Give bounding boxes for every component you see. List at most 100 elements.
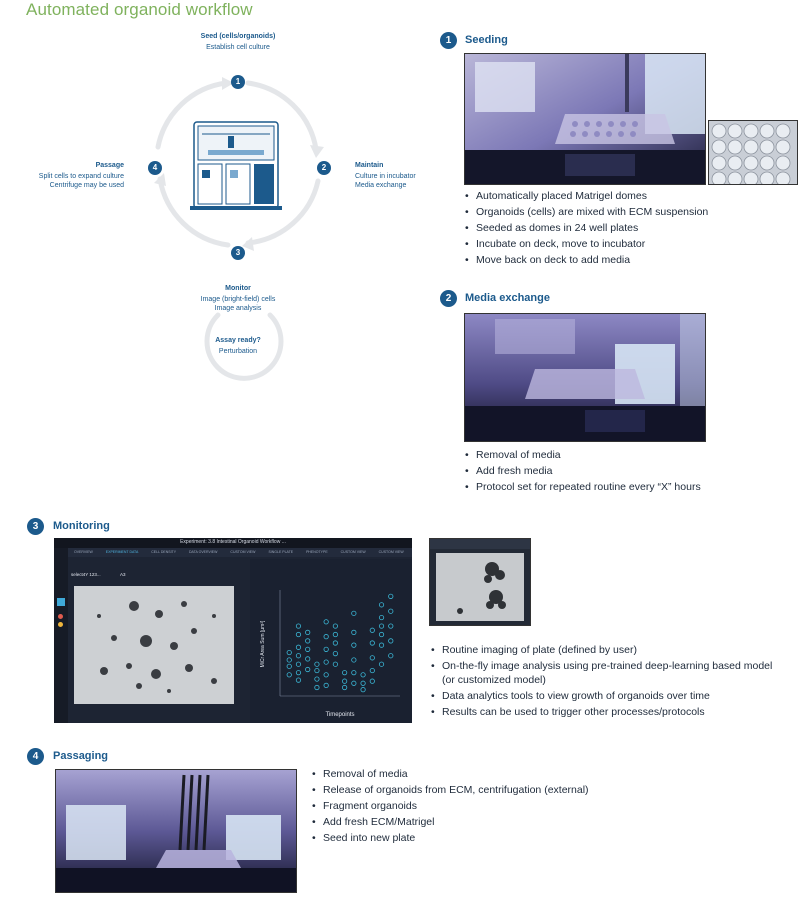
media-exchange-photo (464, 313, 706, 442)
passaging-heading: Passaging (53, 750, 109, 762)
software-plate-label: select4Y 123... (71, 572, 101, 577)
software-tab[interactable]: PHENOTYPE (306, 550, 328, 554)
media-bullet: Removal of media (465, 447, 701, 463)
scatter-point (332, 661, 338, 667)
passaging-bullet: Seed into new plate (312, 830, 589, 846)
cycle-step-1-badge: 1 (231, 75, 245, 89)
scatter-point (295, 677, 302, 683)
cycle-step-4-title: Passage (95, 162, 124, 169)
organoid-zoom-image (429, 538, 531, 626)
scatter-point (286, 672, 292, 678)
cycle-ring-arc-4 (155, 80, 229, 150)
cycle-step-1-text: Establish cell culture (206, 44, 270, 51)
passaging-bullet: Removal of media (312, 766, 589, 782)
scatter-point (305, 638, 311, 644)
software-sidebar-active-icon[interactable] (57, 598, 65, 606)
seeding-bullet: Automatically placed Matrigel domes (465, 188, 708, 204)
software-tab[interactable]: CUSTOM VIEW (230, 550, 256, 554)
passaging-photo (55, 769, 297, 893)
scatter-point (369, 655, 375, 661)
seeding-bullet: Move back on deck to add media (465, 252, 708, 268)
cycle-ring-arc-3 (157, 176, 231, 248)
software-tab[interactable]: SINGLE PLATE (268, 550, 294, 554)
scatter-point (314, 684, 320, 691)
software-tab[interactable]: CUSTOM VIEW (378, 550, 404, 554)
scatter-point (360, 672, 366, 678)
scatter-point (286, 657, 292, 663)
media-heading: Media exchange (465, 292, 550, 304)
assay-ring (204, 312, 284, 381)
software-tab[interactable]: EXPERIMENT DATA (105, 550, 139, 554)
media-bullet: Add fresh media (465, 463, 701, 479)
scatter-point (351, 670, 357, 676)
scatter-point (314, 676, 320, 682)
assay-text: Perturbation (218, 348, 258, 355)
scatter-point (332, 623, 338, 629)
cycle-step-4-line-2: Centrifuge may be used (49, 182, 124, 189)
scatter-point (314, 661, 320, 667)
passaging-bullet: Fragment organoids (312, 798, 589, 814)
cycle-ring-arc-1 (245, 80, 319, 152)
cycle-step-2-line-2: Media exchange (355, 182, 407, 189)
passaging-bullet: Add fresh ECM/Matrigel (312, 814, 589, 830)
scatter-point (295, 653, 302, 659)
software-status-dot-red (58, 614, 63, 619)
seeding-photo (464, 53, 706, 185)
media-badge: 2 (440, 290, 457, 307)
monitoring-bullets: Routine imaging of plate (defined by use… (431, 643, 772, 721)
passaging-badge: 4 (27, 748, 44, 765)
cycle-step-3-line-2: Image analysis (214, 305, 262, 312)
software-tab[interactable]: CUSTOM VIEW (340, 550, 366, 554)
scatter-point (305, 646, 311, 652)
page-title: Automated organoid workflow (26, 0, 253, 19)
scatter-point (323, 659, 329, 665)
plot-x-axis-label: Timepoints (325, 712, 354, 718)
scatter-point (323, 682, 329, 689)
cycle-diagram (154, 77, 324, 381)
scatter-point (388, 653, 394, 659)
scatter-point (369, 667, 375, 674)
scatter-point (388, 593, 394, 599)
cycle-step-2-title: Maintain (355, 162, 384, 169)
scatter-point (286, 649, 292, 656)
scatter-point (323, 619, 329, 625)
scatter-point (342, 678, 348, 684)
media-bullet: Protocol set for repeated routine every … (465, 479, 701, 495)
seeding-plate-closeup (708, 120, 798, 185)
scatter-point (295, 670, 302, 676)
cycle-step-3-line-1: Image (bright-field) cells (200, 296, 276, 303)
monitoring-bullet: Routine imaging of plate (defined by use… (431, 643, 772, 657)
software-tab[interactable]: OVERVIEW (74, 550, 93, 554)
scatter-point (351, 657, 357, 663)
software-sidebar (54, 548, 68, 723)
software-tab[interactable]: DATA OVERVIEW (189, 550, 218, 554)
scatter-point (378, 602, 385, 608)
instrument-illustration (190, 121, 282, 210)
growth-scatter-chart: Timepoints MiCr Area Sum [µm²] (260, 590, 400, 718)
scatter-point (323, 646, 329, 652)
software-window-title: Experiment: 3.8 Intestinal Organoid Work… (180, 539, 286, 545)
software-tab[interactable]: CELL DENSITY (151, 550, 177, 554)
software-status-dot-yellow (58, 622, 63, 627)
scatter-point (388, 638, 394, 644)
plot-y-axis-label: MiCr Area Sum [µm²] (260, 620, 266, 667)
software-plot-panel (250, 559, 412, 723)
seeding-bullets: Automatically placed Matrigel domes Orga… (465, 188, 708, 268)
seeding-bullet: Seeded as domes in 24 well plates (465, 220, 708, 236)
seeding-badge: 1 (440, 32, 457, 49)
assay-title: Assay ready? (215, 337, 261, 344)
scatter-point (323, 672, 329, 678)
scatter-point (388, 608, 394, 614)
scatter-point (286, 663, 292, 669)
seeding-bullet: Organoids (cells) are mixed with ECM sus… (465, 204, 708, 220)
monitoring-bullet: On-the-fly image analysis using pre-trai… (431, 659, 772, 687)
software-well-label: A3 (120, 572, 126, 577)
media-bullets: Removal of media Add fresh media Protoco… (465, 447, 701, 495)
software-tab-bar: OVERVIEW EXPERIMENT DATA CELL DENSITY DA… (68, 548, 412, 557)
cycle-step-2-badge: 2 (317, 161, 331, 175)
cycle-ring-arc-2 (245, 178, 321, 246)
scatter-point (305, 666, 311, 673)
cycle-step-3-badge: 3 (231, 246, 245, 260)
scatter-point (295, 631, 302, 638)
scatter-point (332, 651, 338, 657)
